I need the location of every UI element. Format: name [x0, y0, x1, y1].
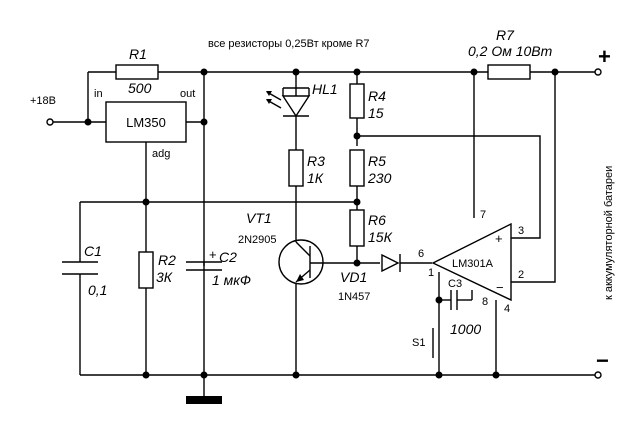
r5-value: 230: [367, 170, 392, 186]
resistor-r4: [349, 83, 365, 119]
wires: [50, 71, 596, 398]
c1-value: 0,1: [88, 282, 107, 298]
vd1-part: 1N457: [338, 291, 370, 303]
opamp-lm301a: [431, 222, 512, 302]
r3-ref: R3: [307, 153, 325, 169]
r7-value: 0,2 Ом 10Вт: [468, 43, 553, 59]
opamp-pin-6: 6: [418, 248, 424, 260]
lm350-pin-adj: adg: [152, 148, 170, 160]
opamp-plus: +: [495, 231, 503, 246]
capacitor-c3: [450, 290, 458, 310]
supply-terminal: [46, 118, 54, 126]
r2-ref: R2: [158, 252, 176, 268]
resistor-r1: [115, 64, 159, 80]
r5-ref: R5: [368, 153, 386, 169]
hl1-ref: HL1: [312, 81, 338, 97]
resistor-note: все резисторы 0,25Вт кроме R7: [208, 38, 370, 50]
resistor-r6: [349, 209, 365, 247]
opamp-pin-4: 4: [504, 303, 510, 315]
resistor-r3: [288, 149, 304, 187]
r1-value: 500: [128, 80, 152, 96]
lm350-pin-in: in: [94, 88, 103, 100]
junction-dots: [84, 68, 559, 379]
c1-ref: C1: [84, 243, 102, 259]
opamp-minus: −: [496, 280, 504, 295]
battery-label: к аккумуляторной батареи: [603, 166, 615, 300]
supply-label: +18В: [30, 95, 56, 107]
r4-ref: R4: [368, 88, 386, 104]
resistor-r5: [349, 149, 365, 187]
ground-symbol: [186, 396, 222, 404]
capacitor-c1: [62, 261, 98, 275]
opamp-label: LM301A: [452, 258, 494, 270]
r1-ref: R1: [129, 46, 147, 62]
lm350-regulator: [105, 101, 187, 143]
c2-ref: C2: [219, 249, 237, 265]
vt1-part: 2N2905: [238, 234, 277, 246]
vt1-ref: VT1: [246, 210, 272, 226]
c2-polarity: +: [209, 247, 217, 262]
lm350-label: LM350: [126, 115, 166, 130]
r3-value: 1К: [307, 170, 324, 186]
opamp-pin-2: 2: [518, 269, 524, 281]
capacitor-c2: [186, 261, 222, 271]
battery-minus-sign: −: [596, 348, 609, 373]
opamp-pin-8: 8: [482, 296, 488, 308]
battery-plus-terminal: [594, 68, 602, 76]
c3-value: 1000: [450, 321, 481, 337]
lm350-pin-out: out: [180, 88, 195, 100]
resistor-r7: [487, 64, 531, 80]
diode-vd1: [381, 253, 401, 273]
c2-value: 1 мкФ: [212, 272, 251, 288]
vd1-ref: VD1: [340, 269, 367, 285]
r7-ref: R7: [496, 27, 515, 43]
r2-value: 3К: [156, 269, 173, 285]
resistor-r2: [138, 251, 154, 289]
transistor-vt1: [278, 232, 357, 285]
r6-ref: R6: [368, 212, 386, 228]
c3-ref: C3: [448, 278, 462, 290]
s1-ref: S1: [412, 337, 425, 349]
battery-plus-sign: +: [598, 44, 611, 69]
r4-value: 15: [368, 105, 384, 121]
opamp-pin-7: 7: [480, 209, 486, 221]
opamp-pin-3: 3: [518, 225, 524, 237]
r6-value: 15К: [368, 229, 393, 245]
led-hl1: [266, 87, 311, 118]
battery-minus-terminal: [594, 371, 602, 379]
opamp-pin-1: 1: [428, 267, 434, 279]
